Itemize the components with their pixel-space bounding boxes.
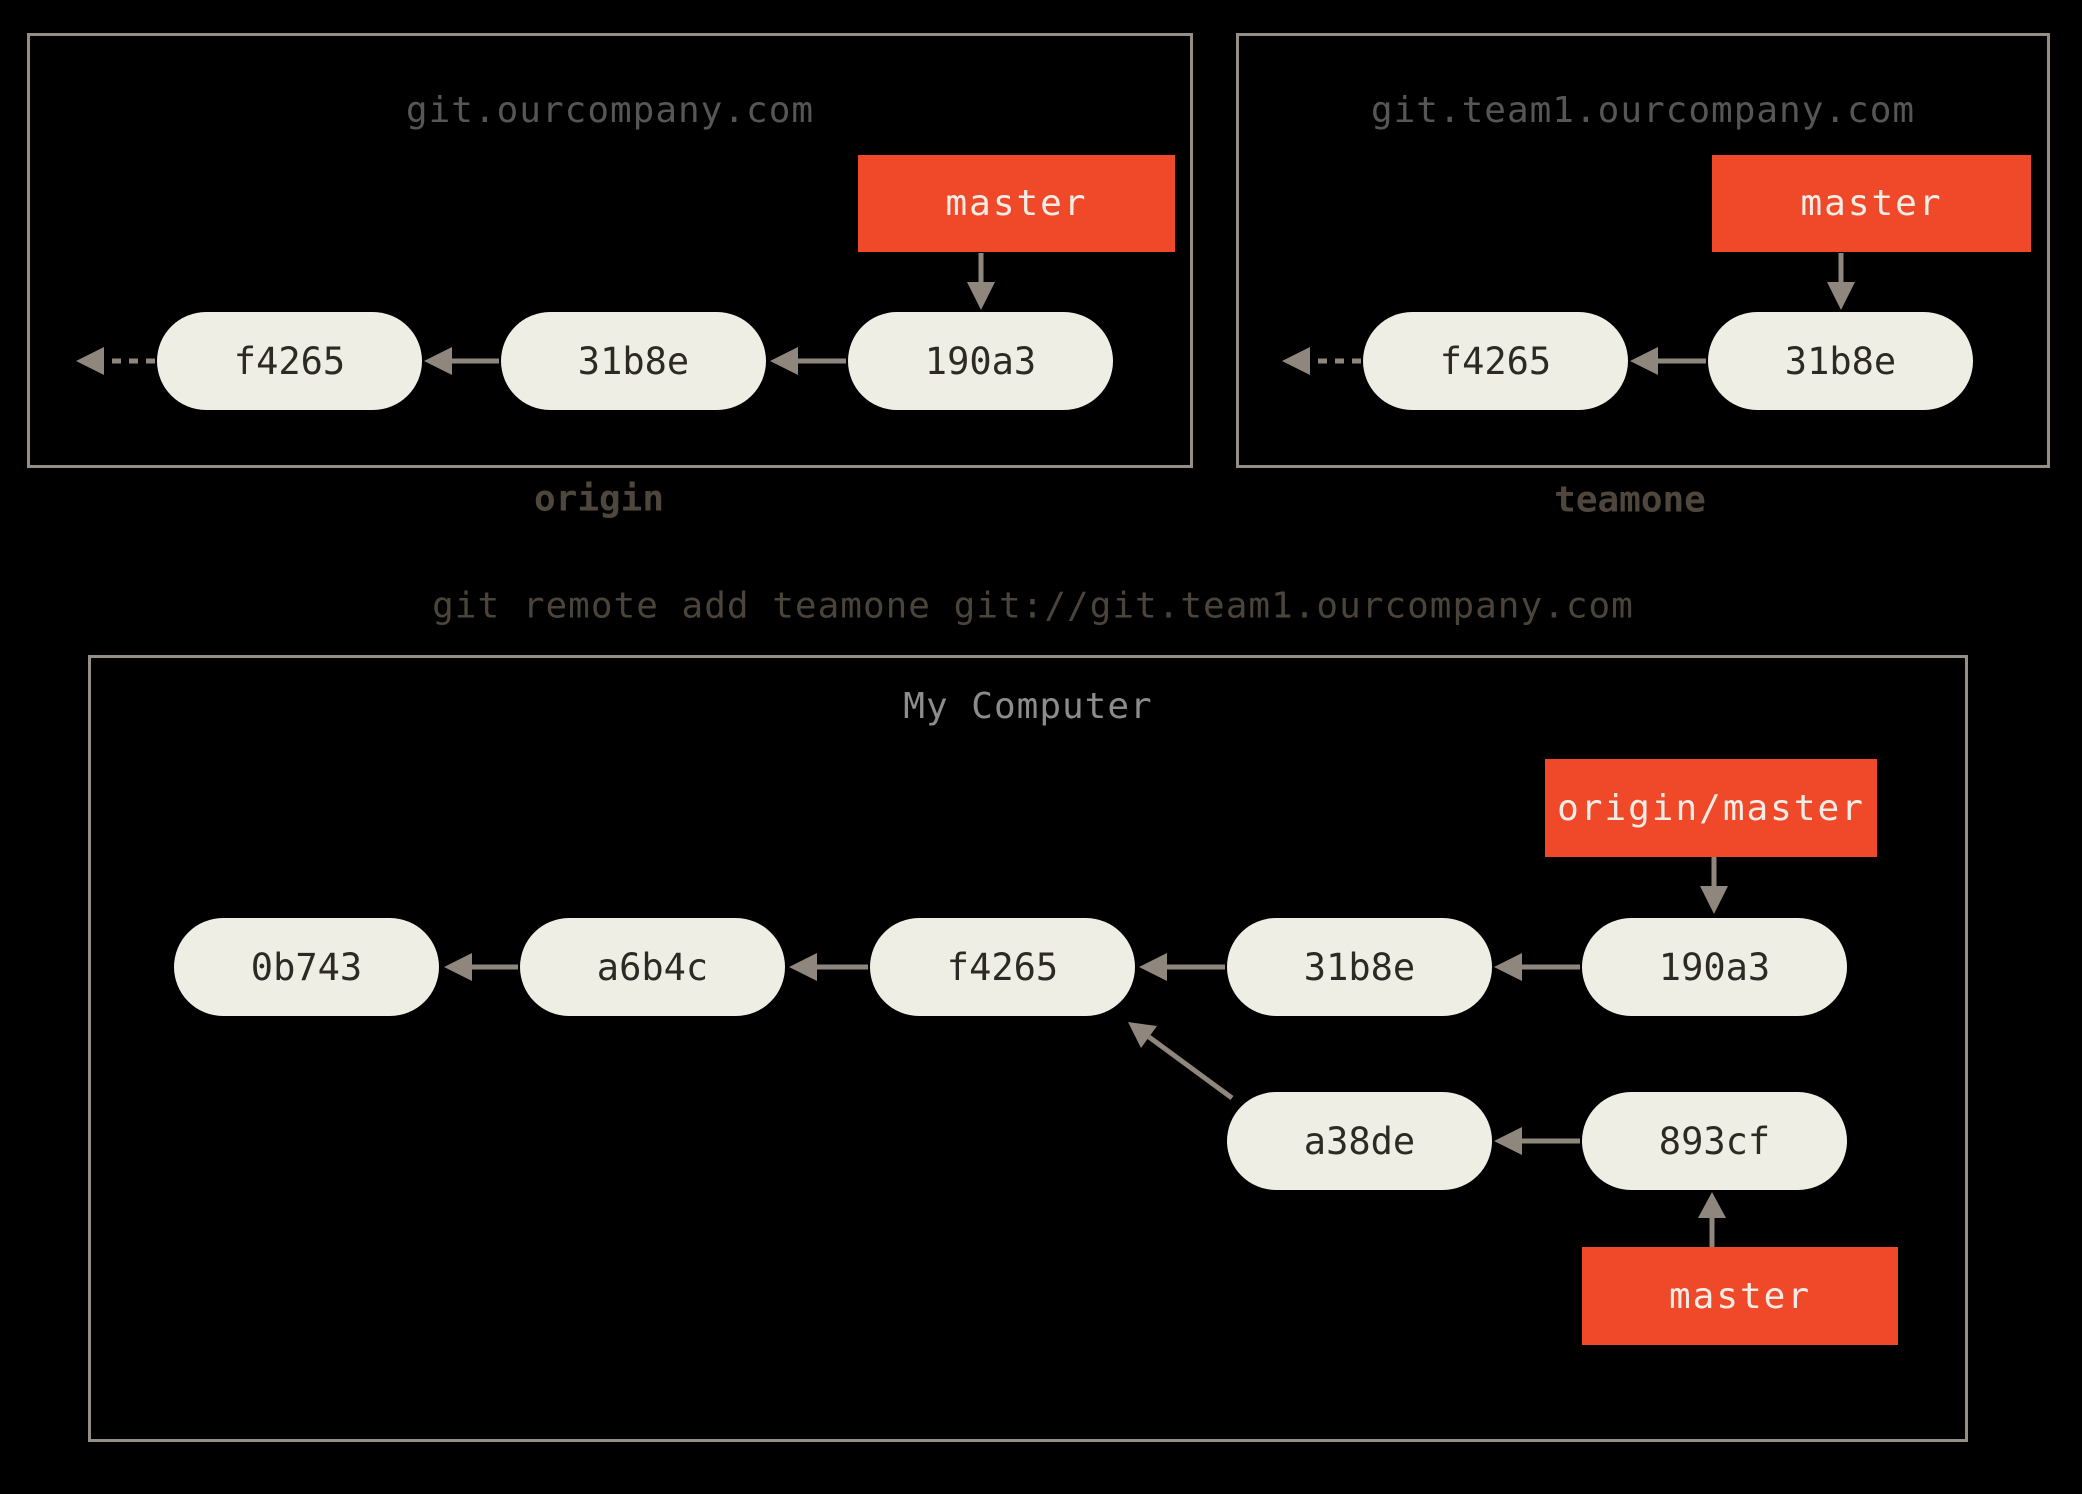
commit-local-a38de: a38de [1227, 1092, 1492, 1190]
branch-label-origin-slash-master: origin/master [1545, 759, 1877, 857]
remote-origin-caption: origin [533, 478, 665, 520]
remote-origin-box: git.ourcompany.com [27, 33, 1193, 468]
commit-local-0b743: 0b743 [174, 918, 439, 1016]
my-computer-title: My Computer [903, 686, 1153, 727]
my-computer-box: My Computer [88, 655, 1968, 1442]
commit-local-f4265: f4265 [870, 918, 1135, 1016]
remote-teamone-caption: teamone [1554, 479, 1706, 521]
branch-label-origin-master: master [858, 155, 1175, 252]
commit-local-31b8e: 31b8e [1227, 918, 1492, 1016]
git-command-text: git remote add teamone git://git.team1.o… [432, 585, 1634, 627]
branch-label-local-master: master [1582, 1247, 1898, 1345]
remote-teamone-title: git.team1.ourcompany.com [1370, 90, 1916, 131]
commit-origin-31b8e: 31b8e [501, 312, 766, 410]
commit-local-190a3: 190a3 [1582, 918, 1847, 1016]
remote-origin-title: git.ourcompany.com [405, 90, 815, 131]
commit-origin-190a3: 190a3 [848, 312, 1113, 410]
remote-teamone-box: git.team1.ourcompany.com [1236, 33, 2050, 468]
commit-origin-f4265: f4265 [157, 312, 422, 410]
commit-local-a6b4c: a6b4c [520, 918, 785, 1016]
branch-label-teamone-master: master [1712, 155, 2031, 252]
commit-local-893cf: 893cf [1582, 1092, 1847, 1190]
commit-teamone-f4265: f4265 [1363, 312, 1628, 410]
commit-teamone-31b8e: 31b8e [1708, 312, 1973, 410]
